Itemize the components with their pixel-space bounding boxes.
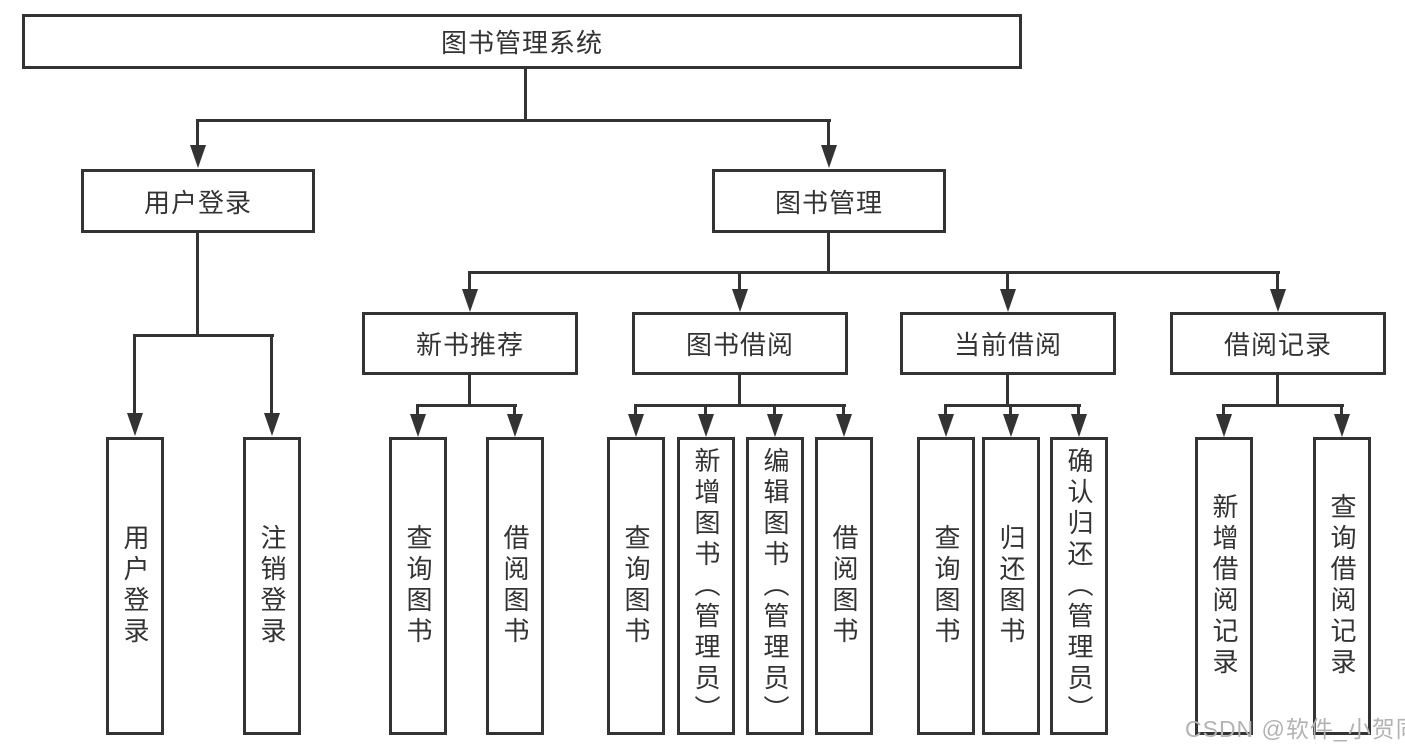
connector-line <box>133 334 274 337</box>
connector-line <box>842 404 845 416</box>
arrowhead-icon <box>190 145 206 168</box>
leaf-user-login: 用户登录 <box>106 437 164 735</box>
connector-line <box>196 119 831 122</box>
arrowhead-icon <box>1071 414 1087 437</box>
connector-line <box>1340 404 1343 416</box>
connector-line <box>1006 375 1009 406</box>
arrowhead-icon <box>1003 414 1019 437</box>
arrowhead-icon <box>462 289 478 312</box>
connector-line <box>827 233 830 274</box>
arrowhead-icon <box>1334 414 1350 437</box>
connector-line <box>270 334 273 414</box>
node-new-book-recommend: 新书推荐 <box>362 312 578 375</box>
connector-line <box>634 404 846 407</box>
connector-line <box>1222 404 1225 416</box>
connector-line <box>738 375 741 406</box>
connector-line <box>1077 404 1080 416</box>
connector-line <box>524 69 527 121</box>
connector-line <box>133 334 136 414</box>
connector-line <box>1006 271 1009 292</box>
arrowhead-icon <box>767 414 783 437</box>
connector-line <box>468 271 471 292</box>
connector-line <box>416 404 419 416</box>
arrowhead-icon <box>821 145 837 168</box>
node-book-management: 图书管理 <box>712 169 946 233</box>
connector-line <box>738 271 741 292</box>
leaf-add-book-admin: 新增图书（管理员） <box>677 437 735 735</box>
arrowhead-icon <box>1000 289 1016 312</box>
connector-line <box>944 404 947 416</box>
connector-line <box>416 404 517 407</box>
connector-line <box>1009 404 1012 416</box>
arrowhead-icon <box>507 414 523 437</box>
arrowhead-icon <box>264 413 280 436</box>
leaf-confirm-return-admin: 确认归还（管理员） <box>1050 437 1108 735</box>
connector-line <box>634 404 637 416</box>
arrowhead-icon <box>938 414 954 437</box>
arrowhead-icon <box>628 414 644 437</box>
leaf-add-borrow-record: 新增借阅记录 <box>1195 437 1253 735</box>
watermark-text: CSDN @软件_小贺同学 <box>1185 716 1405 742</box>
node-current-borrow: 当前借阅 <box>900 312 1116 375</box>
connector-line <box>513 404 516 416</box>
leaf-query-books-current: 查询图书 <box>917 437 975 735</box>
connector-line <box>468 375 471 406</box>
arrowhead-icon <box>836 414 852 437</box>
node-user-login: 用户登录 <box>81 169 315 233</box>
connector-line <box>1276 375 1279 406</box>
arrowhead-icon <box>732 289 748 312</box>
connector-line <box>1276 271 1279 292</box>
arrowhead-icon <box>410 414 426 437</box>
leaf-edit-book-admin: 编辑图书（管理员） <box>746 437 804 735</box>
connector-line <box>773 404 776 416</box>
connector-line <box>704 404 707 416</box>
leaf-query-books-borrow: 查询图书 <box>607 437 665 735</box>
leaf-logout: 注销登录 <box>243 437 301 735</box>
arrowhead-icon <box>1216 414 1232 437</box>
arrowhead-icon <box>1270 289 1286 312</box>
arrowhead-icon <box>698 414 714 437</box>
arrowhead-icon <box>127 413 143 436</box>
connector-line <box>1222 404 1344 407</box>
connector-line <box>196 119 199 147</box>
connector-line <box>196 233 199 336</box>
node-borrow-records: 借阅记录 <box>1170 312 1386 375</box>
leaf-query-books-recommend: 查询图书 <box>389 437 447 735</box>
connector-line <box>827 119 830 147</box>
connector-line <box>944 404 1081 407</box>
leaf-return-book: 归还图书 <box>982 437 1040 735</box>
leaf-borrow-books-recommend: 借阅图书 <box>486 437 544 735</box>
node-book-borrow: 图书借阅 <box>632 312 848 375</box>
node-root: 图书管理系统 <box>22 14 1022 69</box>
leaf-query-borrow-record: 查询借阅记录 <box>1313 437 1371 735</box>
connector-line <box>468 271 1280 274</box>
leaf-borrow-books: 借阅图书 <box>815 437 873 735</box>
